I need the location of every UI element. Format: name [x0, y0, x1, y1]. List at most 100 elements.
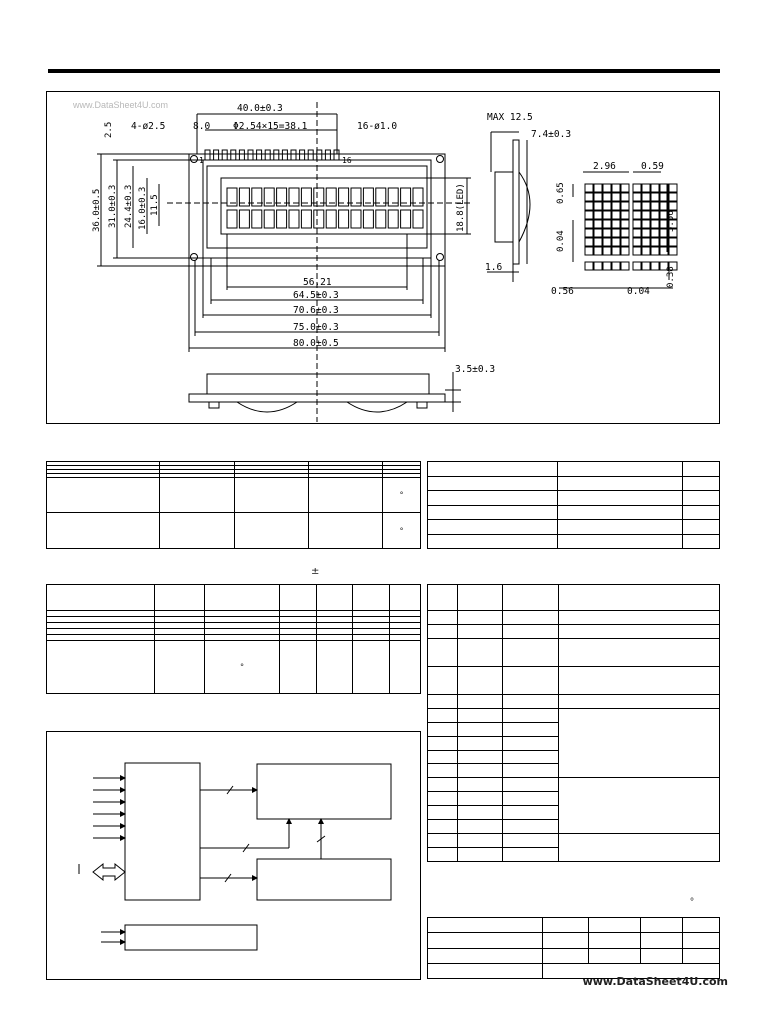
dim-bottom-2: 70.6±0.3: [293, 305, 339, 316]
dot: [620, 192, 630, 202]
cursor-dot: [620, 261, 630, 271]
driver-block: [256, 858, 392, 901]
dim-dot-height: 0.65: [556, 182, 566, 204]
dot: [650, 219, 660, 229]
dot: [584, 192, 594, 202]
dim-bottom-0: 56.21: [303, 277, 332, 288]
dim-pin-offset: 8.0: [193, 121, 210, 132]
dim-left-0: 36.0±0.5: [92, 189, 102, 232]
pin: [299, 149, 306, 161]
dot: [641, 192, 651, 202]
dot: [650, 246, 660, 256]
char-cell: [400, 209, 412, 229]
dot: [659, 246, 669, 256]
dot: [602, 237, 612, 247]
dot: [620, 183, 630, 193]
char-cell: [276, 209, 288, 229]
cursor-dot: [593, 261, 603, 271]
dot: [668, 246, 678, 256]
dot: [668, 192, 678, 202]
dot: [668, 201, 678, 211]
dot: [620, 246, 630, 256]
char-cell: [300, 209, 312, 229]
char-cell: [251, 209, 263, 229]
dot: [602, 201, 612, 211]
pin: [238, 149, 245, 161]
controller-block: [124, 762, 201, 901]
char-cell: [387, 209, 399, 229]
degree-mark: °: [382, 512, 421, 549]
dot: [659, 219, 669, 229]
dim-led: 18.8(LED): [456, 183, 466, 232]
dim-char-height: 5.56: [666, 210, 676, 232]
char-cell: [238, 187, 250, 207]
table-a: ° °: [46, 461, 421, 549]
pin: [290, 149, 297, 161]
dim-bottom-1: 64.5±0.3: [293, 290, 339, 301]
dot: [620, 219, 630, 229]
pin: [247, 149, 254, 161]
dot: [593, 192, 603, 202]
pin: [256, 149, 263, 161]
char-cell: [251, 187, 263, 207]
dot: [593, 237, 603, 247]
dot: [659, 183, 669, 193]
dot: [611, 228, 621, 238]
dot: [611, 201, 621, 211]
dim-gap-vertical: 0.04: [556, 230, 566, 252]
dot: [593, 219, 603, 229]
char-cell: [313, 187, 325, 207]
dim-underline: 0.38: [666, 266, 676, 288]
dot: [632, 192, 642, 202]
cursor-dot: [602, 261, 612, 271]
dim-bottom-4: 80.0±0.5: [293, 338, 339, 349]
dim-char-width: 2.96: [593, 161, 616, 172]
char-cell: [387, 187, 399, 207]
dim-left-4: 11.5: [150, 194, 160, 216]
degree-mark: °: [382, 476, 421, 514]
char-cell: [338, 209, 350, 229]
dim-gap-horizontal: 0.04: [627, 286, 650, 297]
char-cell: [288, 209, 300, 229]
dot: [641, 237, 651, 247]
dot: [620, 210, 630, 220]
char-cell: [400, 187, 412, 207]
dot: [632, 183, 642, 193]
header-rule: [48, 69, 720, 73]
dot: [650, 183, 660, 193]
dot: [593, 201, 603, 211]
dot: [602, 246, 612, 256]
plus-minus-note: ±: [311, 566, 320, 577]
char-cell: [362, 209, 374, 229]
dot: [641, 219, 651, 229]
pin: [281, 149, 288, 161]
dot: [641, 228, 651, 238]
dot: [632, 246, 642, 256]
pin: [213, 149, 220, 161]
dot: [668, 219, 678, 229]
table-c: °: [46, 584, 421, 695]
dim-left-1: 31.0±0.3: [108, 185, 118, 228]
dot: [632, 210, 642, 220]
char-cell: [375, 187, 387, 207]
dot: [668, 237, 678, 247]
cursor-dot: [650, 261, 660, 271]
dot: [611, 237, 621, 247]
pin: [230, 149, 237, 161]
char-cell: [263, 187, 275, 207]
char-cell: [412, 209, 424, 229]
dim-edge-offset: 2.5: [104, 122, 114, 138]
pin1-label: 1: [199, 156, 204, 165]
dim-side-depth: 7.4±0.3: [531, 129, 571, 140]
dot: [650, 228, 660, 238]
dot: [611, 219, 621, 229]
dim-left-2: 24.4±0.3: [124, 185, 134, 228]
dot: [593, 228, 603, 238]
pin: [204, 149, 211, 161]
dot: [602, 192, 612, 202]
char-cell: [375, 209, 387, 229]
char-cell: [238, 209, 250, 229]
dot: [584, 210, 594, 220]
dot: [602, 228, 612, 238]
module-outline-drawing: 40.0±0.3 4-ø2.5 8.0 Φ2.54×15=38.1 16-ø1.…: [92, 102, 678, 422]
